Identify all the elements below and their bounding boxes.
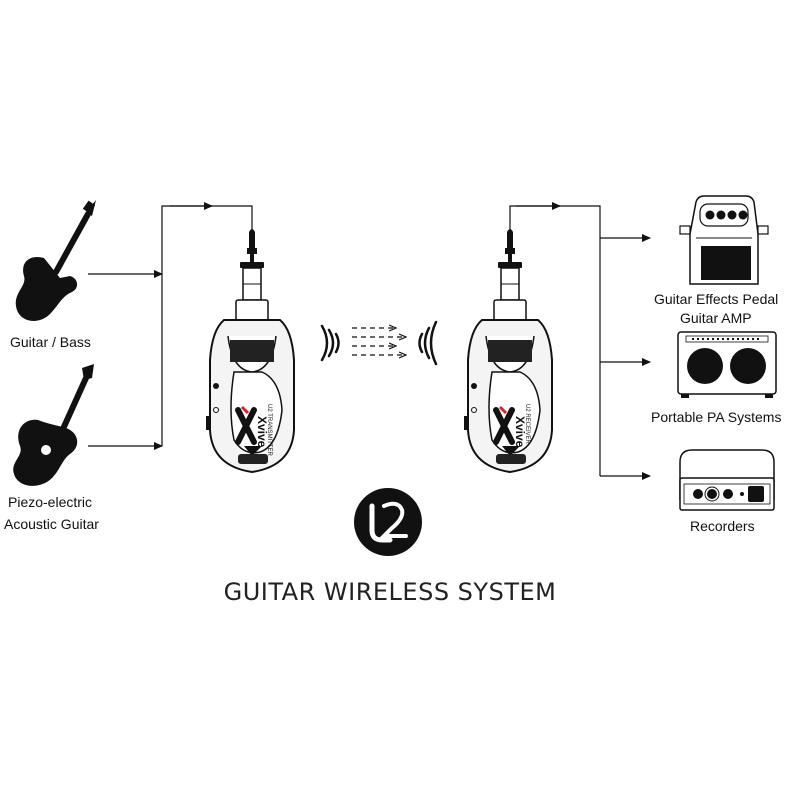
- receiver-brand-text: Xvive: [513, 416, 527, 448]
- transmitter-brand-text: Xvive: [255, 416, 269, 448]
- transmitter-brand-x-icon: [235, 405, 257, 445]
- input-connectors: [88, 202, 253, 450]
- piezo-label-line1: Piezo-electric: [8, 494, 93, 510]
- transmitter-model-text: U2 TRANSMITTER: [266, 404, 272, 457]
- pa-system-icon: [677, 331, 777, 398]
- u2-logo-icon: [354, 488, 422, 556]
- guitar-amp-label: Guitar AMP: [680, 310, 752, 326]
- page-title: GUITAR WIRELESS SYSTEM: [223, 578, 557, 606]
- receiver-brand-x-icon: [493, 405, 515, 445]
- guitar-bass-label: Guitar / Bass: [10, 334, 91, 350]
- effects-pedal-icon: [679, 195, 769, 285]
- signal-arrows: [352, 328, 406, 355]
- recorders-label: Recorders: [690, 518, 755, 534]
- effects-pedal-label: Guitar Effects Pedal: [654, 291, 779, 307]
- recorder-icon: [679, 449, 775, 511]
- output-connectors: [509, 202, 651, 480]
- acoustic-guitar-icon: [13, 364, 94, 486]
- wireless-signal-icon: [320, 320, 438, 366]
- pa-systems-label: Portable PA Systems: [651, 409, 782, 425]
- electric-guitar-icon: [15, 200, 96, 321]
- receiver-model-text: U2 RECEIVER: [524, 404, 530, 445]
- piezo-label-line2: Acoustic Guitar: [4, 516, 99, 532]
